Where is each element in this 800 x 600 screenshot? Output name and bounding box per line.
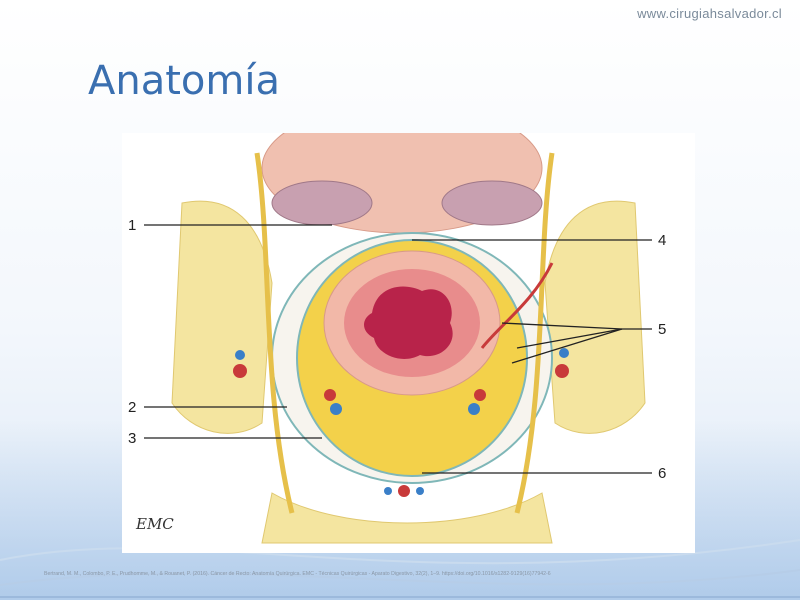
rectal-mucosa	[364, 286, 453, 359]
vessel-inner-red-r	[474, 389, 486, 401]
bottom-bone	[261, 492, 553, 544]
anatomy-figure: 1 2 3 4 5 6 EMC	[122, 133, 695, 553]
artery-branch	[480, 262, 554, 349]
label-1: 1	[128, 217, 136, 234]
right-vesicle	[441, 180, 543, 226]
vessel-bottom-blue	[384, 487, 392, 495]
vessel-inner-blue-r	[468, 403, 480, 415]
vessel-bottom-red	[398, 485, 410, 497]
vessel-left-blue	[235, 350, 245, 360]
citation: Bertrand, M. M., Colombo, P. E., Prudhom…	[44, 571, 551, 577]
emc-logo: EMC	[136, 515, 174, 533]
label-3: 3	[128, 430, 136, 447]
label-5: 5	[658, 321, 666, 338]
vessel-left-red	[233, 364, 247, 378]
vessel-right-blue	[559, 348, 569, 358]
label-4: 4	[658, 232, 666, 249]
vessel-right-red	[555, 364, 569, 378]
rectum-cross-section-illustration: 1 2 3 4 5 6	[128, 133, 666, 544]
right-bone	[544, 200, 646, 434]
vessel-inner-blue-l	[330, 403, 342, 415]
label-2: 2	[128, 399, 136, 416]
vessel-bottom-blue-2	[416, 487, 424, 495]
site-url: www.cirugiahsalvador.cl	[637, 6, 782, 21]
label-6: 6	[658, 465, 666, 482]
slide-title: Anatomía	[88, 58, 280, 104]
left-bone	[171, 200, 273, 434]
left-vesicle	[271, 180, 373, 226]
left-nerve	[254, 152, 295, 514]
vessel-inner-red-l	[324, 389, 336, 401]
